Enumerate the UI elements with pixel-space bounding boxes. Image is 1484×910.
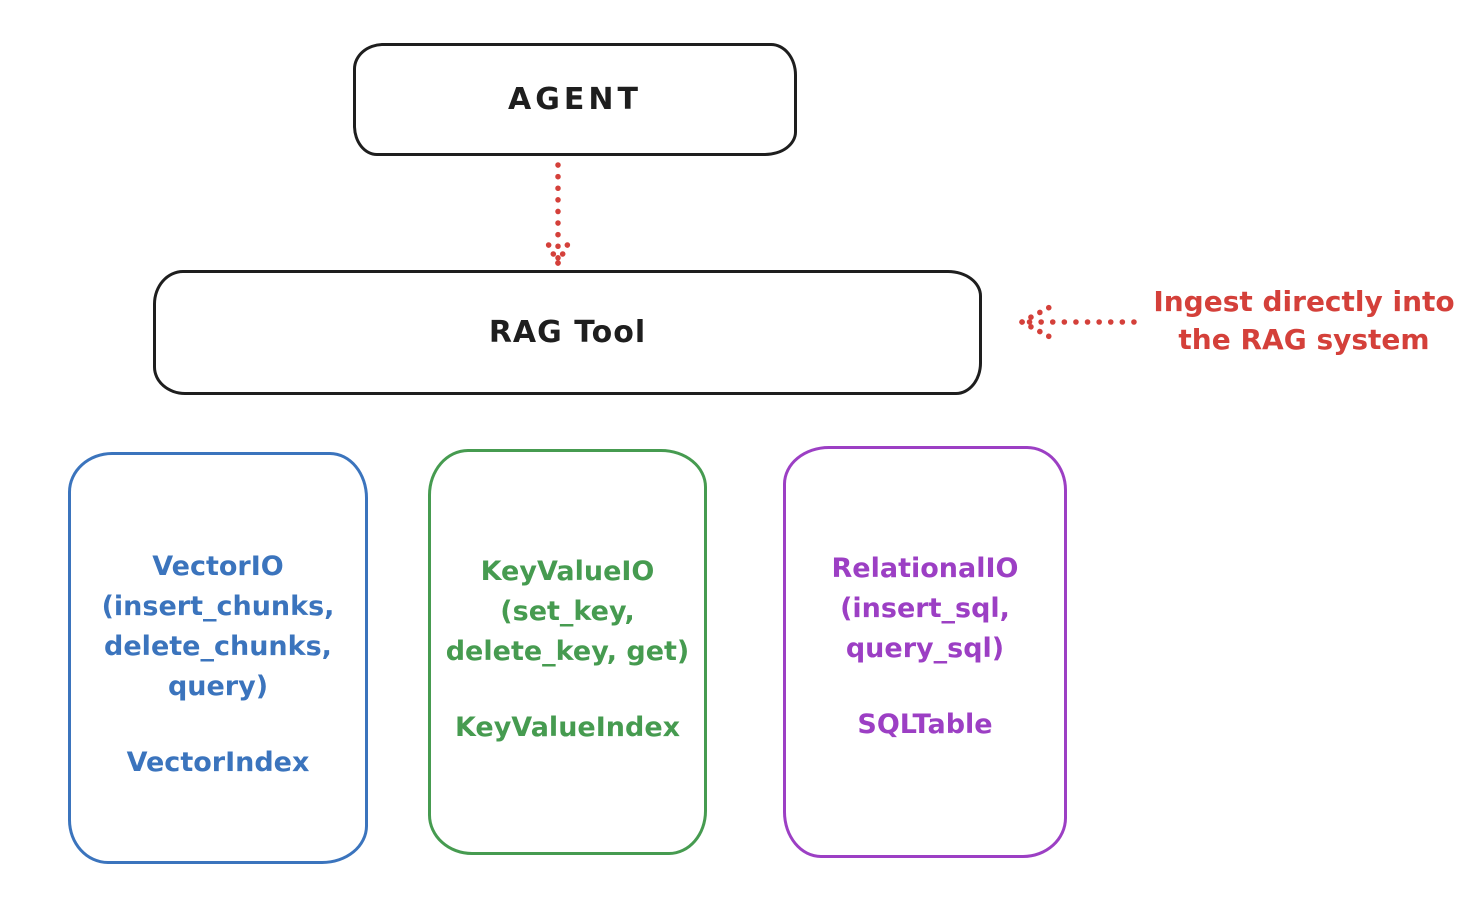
vector-io-methods-line2: delete_chunks, bbox=[104, 631, 332, 662]
backend-node-vector-io: VectorIO (insert_chunks, delete_chunks, … bbox=[68, 452, 368, 864]
rag-tool-node: RAG Tool bbox=[153, 270, 982, 395]
arrow-agent-to-ragtool-icon bbox=[542, 162, 574, 266]
backend-node-keyvalue-io: KeyValueIO (set_key, delete_key, get) Ke… bbox=[428, 449, 707, 855]
rag-tool-node-label: RAG Tool bbox=[488, 315, 647, 350]
keyvalue-index-label: KeyValueIndex bbox=[454, 712, 681, 743]
keyvalue-io-title: KeyValueIO bbox=[480, 556, 655, 587]
ingest-annotation-line1: Ingest directly into bbox=[1153, 285, 1455, 318]
vector-io-methods-line3: query) bbox=[167, 671, 269, 702]
relational-io-title: RelationalIO bbox=[831, 553, 1019, 584]
relational-io-methods-line2: query_sql) bbox=[845, 633, 1005, 664]
vector-io-methods-line1: (insert_chunks, bbox=[101, 591, 335, 622]
vector-io-title: VectorIO bbox=[152, 551, 284, 582]
ingest-annotation: Ingest directly into the RAG system bbox=[1128, 283, 1480, 359]
agent-node-label: AGENT bbox=[508, 82, 642, 117]
agent-node: AGENT bbox=[353, 43, 797, 156]
vector-index-label: VectorIndex bbox=[126, 747, 310, 778]
relational-io-methods-line1: (insert_sql, bbox=[840, 593, 1010, 624]
sql-table-label: SQLTable bbox=[857, 709, 993, 740]
arrow-annotation-to-ragtool-icon bbox=[1019, 304, 1137, 340]
keyvalue-io-methods-line2: delete_key, get) bbox=[445, 636, 690, 667]
ingest-annotation-line2: the RAG system bbox=[1178, 323, 1430, 356]
backend-node-relational-io: RelationalIO (insert_sql, query_sql) SQL… bbox=[783, 446, 1067, 858]
keyvalue-io-methods-line1: (set_key, bbox=[500, 596, 635, 627]
